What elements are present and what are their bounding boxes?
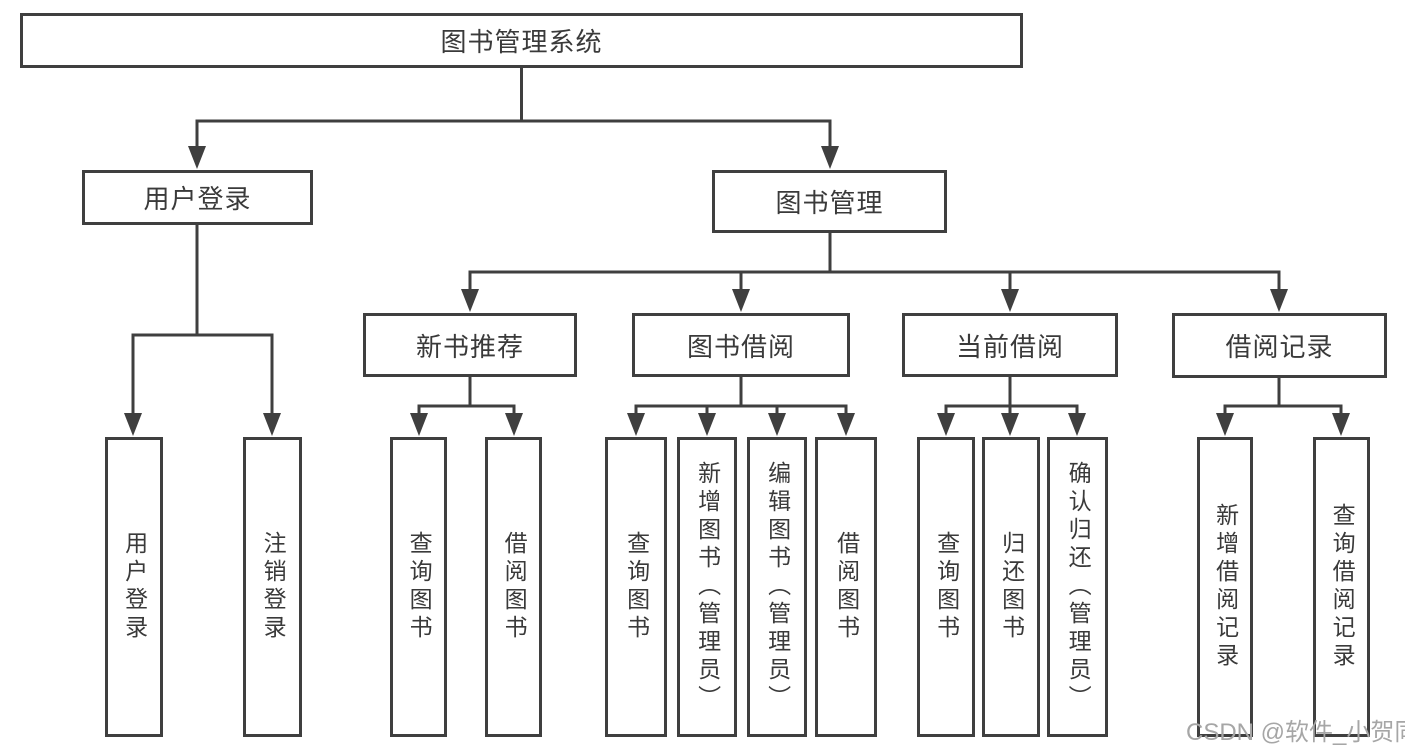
node-current-borrow: 当前借阅 [902, 313, 1118, 377]
node-br-query-borrow-record: 查询借阅记录 [1313, 437, 1370, 737]
node-nb-borrow-books: 借阅图书 [485, 437, 542, 737]
node-book-borrow: 图书借阅 [632, 313, 850, 377]
node-label: 图书管理 [775, 188, 884, 218]
node-label: 新增借阅记录 [1212, 503, 1239, 671]
node-label: 确认归还（管理员） [1065, 461, 1092, 713]
node-book-management: 图书管理 [712, 170, 947, 233]
watermark-csdn: CSDN @软件_小贺同学 [1186, 719, 1405, 746]
node-label: 图书管理系统 [440, 27, 603, 57]
node-bb-query-books: 查询图书 [605, 437, 667, 737]
node-label: 当前借阅 [955, 331, 1064, 362]
node-label: 用户登录 [143, 184, 252, 214]
node-label: 编辑图书（管理员） [764, 461, 791, 713]
node-nb-query-books: 查询图书 [390, 437, 447, 737]
node-bb-add-books-admin: 新增图书（管理员） [677, 437, 737, 737]
node-label: 归还图书 [998, 531, 1025, 643]
node-library-system: 图书管理系统 [20, 13, 1023, 68]
node-label: 查询图书 [933, 531, 960, 643]
node-label: 新书推荐 [415, 331, 524, 362]
node-new-book-recommend: 新书推荐 [363, 313, 577, 377]
node-label: 借阅图书 [833, 531, 860, 643]
node-user-login-leaf: 用户登录 [105, 437, 163, 737]
node-bb-edit-books-admin: 编辑图书（管理员） [747, 437, 807, 737]
node-label: 用户登录 [121, 531, 148, 643]
node-logout: 注销登录 [243, 437, 302, 737]
node-cb-confirm-return-admin: 确认归还（管理员） [1047, 437, 1108, 737]
node-label: 注销登录 [260, 531, 287, 643]
node-label: 查询图书 [623, 531, 650, 643]
node-user-login: 用户登录 [82, 170, 313, 225]
node-label: 新增图书（管理员） [694, 461, 721, 713]
node-borrow-records: 借阅记录 [1172, 313, 1387, 378]
node-label: 借阅图书 [501, 531, 528, 643]
node-label: 图书借阅 [686, 331, 795, 362]
node-cb-return-books: 归还图书 [982, 437, 1040, 737]
node-label: 查询借阅记录 [1329, 503, 1356, 671]
node-label: 借阅记录 [1225, 332, 1334, 362]
node-bb-borrow-books: 借阅图书 [815, 437, 877, 737]
node-br-add-borrow-record: 新增借阅记录 [1197, 437, 1253, 737]
node-label: 查询图书 [406, 531, 433, 643]
node-cb-query-books: 查询图书 [917, 437, 975, 737]
